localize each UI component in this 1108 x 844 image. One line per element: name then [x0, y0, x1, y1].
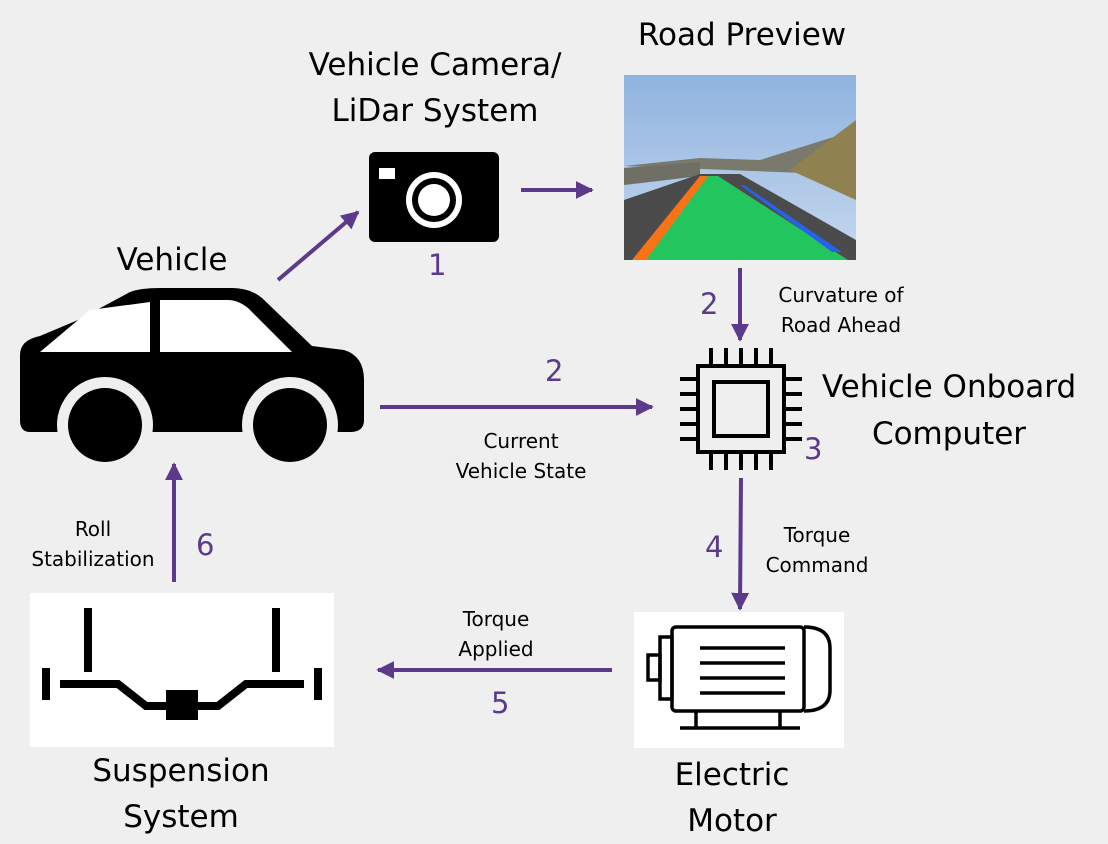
torque-command-label-line-2: Command — [765, 553, 869, 577]
roll-stabilization-label-line-2: Stabilization — [31, 547, 155, 571]
torque-applied-label-line-1: Torque — [462, 607, 530, 631]
vehicle-title: Vehicle — [116, 242, 228, 278]
torque-applied-step-number: 5 — [491, 686, 510, 720]
torque-command-label: Torque Command — [752, 520, 882, 580]
chip-icon — [680, 348, 802, 470]
roll-stabilization-label: Roll Stabilization — [22, 514, 164, 574]
camera-title-line-1: Vehicle Camera/ — [308, 47, 562, 83]
roll-stabilization-step-number: 6 — [196, 528, 215, 562]
computer-step-number: 3 — [804, 432, 823, 466]
curvature-label-line-1: Curvature of — [778, 283, 904, 307]
camera-title-line-2: LiDar System — [331, 93, 539, 129]
road-preview-image — [624, 75, 856, 260]
suspension-title-line-1: Suspension — [92, 753, 270, 789]
suspension-title: Suspension System — [66, 748, 296, 840]
vehicle-state-label-line-2: Vehicle State — [455, 459, 587, 483]
road-preview-title: Road Preview — [637, 17, 847, 53]
curvature-step-number: 2 — [700, 287, 719, 321]
arrow-computer-to-motor — [731, 477, 750, 611]
torque-applied-label-line-2: Applied — [458, 637, 534, 661]
roll-stabilization-label-line-1: Roll — [74, 517, 112, 541]
torque-applied-label: Torque Applied — [430, 604, 562, 664]
car-icon — [20, 288, 364, 473]
motor-title-line-2: Motor — [687, 803, 777, 839]
torque-command-label-line-1: Torque — [783, 523, 851, 547]
camera-title: Vehicle Camera/ LiDar System — [288, 42, 582, 134]
torque-command-step-number: 4 — [705, 530, 724, 564]
computer-title-line-1: Vehicle Onboard — [821, 369, 1077, 405]
suspension-icon — [30, 593, 334, 747]
arrow-vehicle-to-camera — [276, 210, 360, 282]
computer-title: Vehicle Onboard Computer — [808, 364, 1090, 458]
camera-step-number: 1 — [428, 248, 447, 282]
vehicle-state-label: Current Vehicle State — [440, 426, 602, 486]
camera-icon — [369, 152, 499, 242]
computer-title-line-2: Computer — [871, 416, 1027, 452]
suspension-title-line-2: System — [123, 799, 239, 835]
vehicle-state-label-line-1: Current — [483, 429, 559, 453]
motor-title: Electric Motor — [652, 752, 812, 844]
vehicle-state-step-number: 2 — [545, 354, 564, 388]
curvature-label-line-2: Road Ahead — [780, 313, 902, 337]
motor-title-line-1: Electric — [674, 757, 790, 793]
curvature-label: Curvature of Road Ahead — [768, 280, 914, 340]
electric-motor-icon — [634, 612, 844, 748]
